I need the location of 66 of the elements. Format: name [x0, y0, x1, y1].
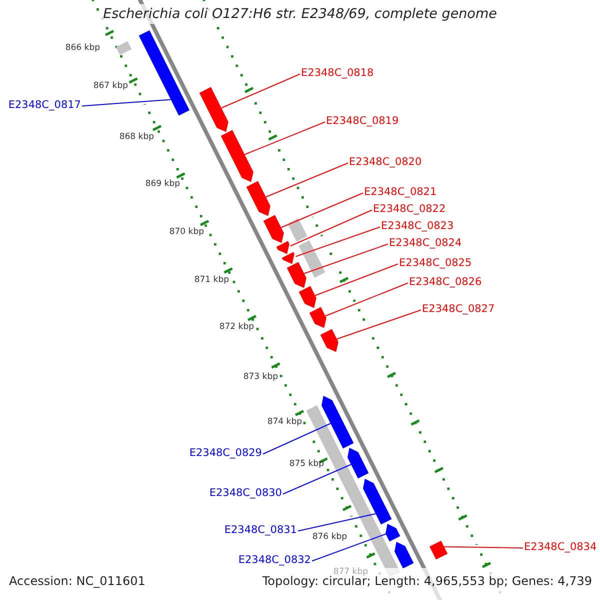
- scale-label: 867 kbp: [93, 80, 128, 93]
- gene-feature: [386, 524, 400, 542]
- leader-line: [298, 513, 376, 532]
- gene-feature: [246, 181, 270, 216]
- genome-summary-text: Topology: circular; Length: 4,965,553 bp; Genes: 4,739: [262, 575, 592, 588]
- gene-feature: [263, 215, 284, 243]
- scale-label: 873 kbp: [243, 371, 278, 384]
- leader-line: [82, 99, 172, 106]
- gene-label: E2348C_0820: [349, 156, 422, 169]
- leader-line: [304, 244, 388, 274]
- leader-line: [265, 162, 348, 198]
- scale-label: 874 kbp: [267, 416, 302, 429]
- scale-label: 866 kbp: [65, 42, 100, 55]
- gene-feature: [199, 87, 228, 132]
- gene-feature: [430, 540, 448, 560]
- scale-label: 871 kbp: [194, 274, 229, 287]
- gene-feature: [288, 218, 308, 242]
- leader-line: [336, 310, 422, 340]
- gene-feature: [286, 262, 306, 288]
- scale-label: 872 kbp: [219, 321, 254, 334]
- gene-feature: [348, 448, 369, 478]
- scale-label: 870 kbp: [169, 226, 204, 239]
- gene-label: E2348C_0822: [373, 203, 446, 216]
- gene-label: E2348C_0817: [8, 99, 81, 112]
- accession-text: Accession: NC_011601: [9, 575, 146, 588]
- gene-label: E2348C_0827: [422, 303, 495, 316]
- gene-label: E2348C_0834: [524, 541, 597, 554]
- gene-feature: [276, 241, 290, 254]
- gene-feature: [298, 286, 316, 308]
- leader-line: [282, 464, 352, 494]
- gene-label: E2348C_0824: [389, 237, 462, 250]
- leader-line: [262, 423, 331, 454]
- leader-line: [244, 122, 326, 155]
- leader-line: [280, 192, 364, 228]
- leader-line: [314, 264, 398, 296]
- gene-label: E2348C_0832: [238, 554, 311, 567]
- gene-label: E2348C_0821: [364, 186, 437, 199]
- gene-feature: [298, 240, 326, 278]
- gene-feature: [138, 30, 190, 116]
- gene-feature: [116, 41, 132, 55]
- gene-feature: [363, 478, 392, 524]
- gene-feature: [322, 396, 354, 448]
- leader-line: [220, 74, 300, 108]
- leader-line: [290, 210, 372, 246]
- gene-label: E2348C_0819: [326, 115, 399, 128]
- scale-label: 877 kbp: [333, 566, 368, 577]
- gene-label: E2348C_0830: [209, 487, 282, 500]
- leader-line: [324, 282, 408, 316]
- gene-feature: [220, 130, 254, 182]
- gene-label: E2348C_0826: [409, 276, 482, 289]
- leader-line: [295, 226, 380, 257]
- gene-label: E2348C_0818: [301, 67, 374, 80]
- scale-label: 869 kbp: [145, 178, 180, 191]
- gene-feature: [282, 252, 294, 264]
- gene-feature: [394, 542, 414, 568]
- gene-label: E2348C_0825: [399, 257, 472, 270]
- gene-label: E2348C_0829: [189, 447, 262, 460]
- gene-label: E2348C_0831: [224, 524, 297, 537]
- leader-line: [312, 534, 386, 562]
- scale-label: 875 kbp: [289, 458, 324, 471]
- leader-line: [444, 546, 524, 548]
- gene-label: E2348C_0823: [381, 220, 454, 233]
- gene-feature: [309, 307, 326, 328]
- scale-label: 876 kbp: [312, 531, 347, 544]
- gene-feature: [320, 329, 338, 352]
- scale-label: 868 kbp: [119, 131, 154, 144]
